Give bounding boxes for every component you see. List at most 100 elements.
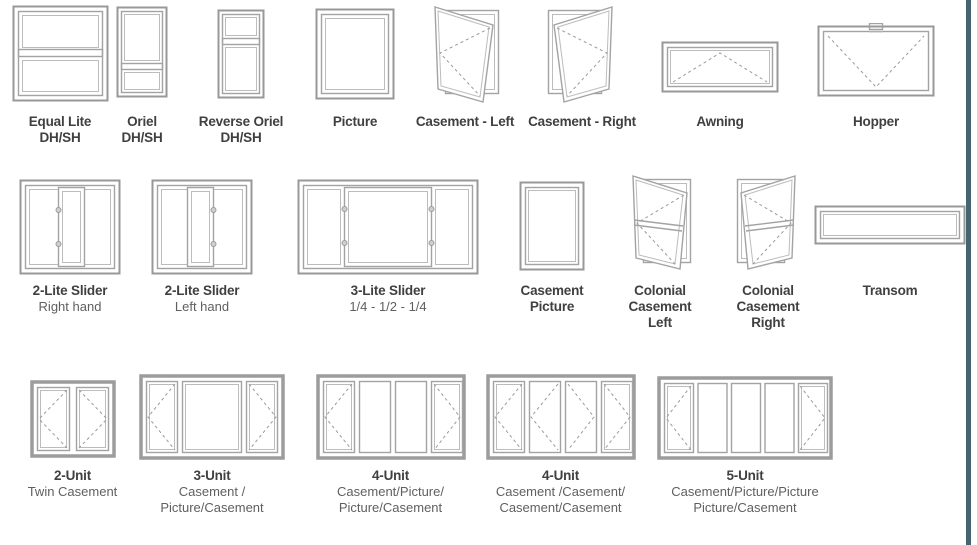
2-unit-twin-casement-drawing [29, 352, 116, 460]
cell-2-lite-slider-left: 2-Lite Slider Left hand [142, 163, 262, 315]
label-line: Right [751, 315, 785, 330]
equal-lite-window-drawing [12, 0, 109, 106]
label-line: Twin Casement [27, 484, 118, 499]
label-line: Equal Lite [28, 114, 92, 129]
label-line: Casement [520, 283, 584, 298]
label: Hopper [806, 114, 946, 130]
cell-equal-lite-dh-sh: Equal Lite DH/SH [8, 0, 112, 146]
label-line: 3-Unit [193, 468, 231, 483]
4-unit-casement-picture-picture-casement-drawing [315, 352, 466, 460]
label: Equal Lite DH/SH [8, 114, 112, 146]
label-line: 2-Lite Slider [32, 283, 108, 298]
casement-left-window-drawing [427, 0, 503, 106]
cell-oriel-dh-sh: Oriel DH/SH [104, 0, 180, 146]
label: 4-Unit Casement/Picture/ Picture/Casemen… [308, 468, 473, 516]
cell-casement-left: Casement - Left [410, 0, 520, 130]
label: 5-Unit Casement/Picture/Picture Picture/… [650, 468, 840, 516]
cell-3-lite-slider: 3-Lite Slider 1/4 - 1/2 - 1/4 [288, 163, 488, 315]
label: Casement - Left [410, 114, 520, 130]
cell-casement-picture: Casement Picture [500, 163, 604, 315]
colonial-casement-right-drawing [733, 163, 803, 275]
cell-picture: Picture [300, 0, 410, 130]
label-line: Colonial [742, 283, 794, 298]
label-line: 4-Unit [371, 468, 410, 483]
label-line: Picture [332, 114, 378, 129]
2-lite-slider-right-drawing [19, 163, 121, 275]
5-unit-casement-picture-drawing [657, 352, 833, 460]
cell-2-lite-slider-right: 2-Lite Slider Right hand [10, 163, 130, 315]
label-line: Casement [736, 299, 800, 314]
label: 2-Unit Twin Casement [10, 468, 135, 500]
label-line: Colonial [634, 283, 686, 298]
label-line: Picture/Casement [693, 500, 797, 515]
label-line: Awning [696, 114, 744, 129]
cell-reverse-oriel-dh-sh: Reverse Oriel DH/SH [186, 0, 296, 146]
label-line: 4-Unit [541, 468, 580, 483]
label: 3-Lite Slider 1/4 - 1/2 - 1/4 [288, 283, 488, 315]
cell-4-unit-cccc: 4-Unit Casement /Casement/ Casement/Case… [478, 352, 643, 516]
label: Transom [820, 283, 960, 299]
reverse-oriel-window-drawing [217, 0, 265, 106]
3-lite-slider-drawing [297, 163, 479, 275]
cell-4-unit-cppc: 4-Unit Casement/Picture/ Picture/Casemen… [308, 352, 473, 516]
label: Colonial Casement Left [612, 283, 708, 331]
label: 2-Lite Slider Right hand [10, 283, 130, 315]
label-line: Casement/Picture/ [337, 484, 444, 499]
colonial-casement-left-drawing [625, 163, 695, 275]
cell-5-unit: 5-Unit Casement/Picture/Picture Picture/… [650, 352, 840, 516]
label: Reverse Oriel DH/SH [186, 114, 296, 146]
label-line: Oriel [127, 114, 157, 129]
label-line: Left [648, 315, 672, 330]
casement-picture-drawing [519, 163, 585, 275]
cell-colonial-casement-right: Colonial Casement Right [718, 163, 818, 331]
2-lite-slider-left-drawing [151, 163, 253, 275]
oriel-window-drawing [116, 0, 168, 106]
label: 4-Unit Casement /Casement/ Casement/Case… [478, 468, 643, 516]
cell-awning: Awning [650, 0, 790, 130]
4-unit-all-casement-drawing [485, 352, 636, 460]
label-line: 1/4 - 1/2 - 1/4 [349, 299, 427, 314]
row-multi-units: 2-Unit Twin Casement 3-Unit [0, 352, 966, 545]
label-line: Casement / [178, 484, 246, 499]
label: Casement Picture [500, 283, 604, 315]
label-line: Casement - Left [415, 114, 515, 129]
label-line: 3-Lite Slider [350, 283, 426, 298]
label-line: Picture/Casement [338, 500, 443, 515]
label-line: Casement /Casement/ [495, 484, 626, 499]
label-line: DH/SH [121, 130, 163, 145]
right-accent-bar [966, 0, 971, 545]
label: Oriel DH/SH [104, 114, 180, 146]
casement-right-window-drawing [544, 0, 620, 106]
label-line: DH/SH [220, 130, 262, 145]
picture-window-drawing [315, 0, 395, 106]
label-line: DH/SH [39, 130, 81, 145]
label-line: Picture [529, 299, 575, 314]
label-line: Casement - Right [528, 114, 636, 129]
label: Casement - Right [524, 114, 640, 130]
label: 3-Unit Casement / Picture/Casement [137, 468, 287, 516]
3-unit-casement-picture-casement-drawing [139, 352, 285, 460]
cell-casement-right: Casement - Right [524, 0, 640, 130]
label-line: 5-Unit [726, 468, 764, 483]
label-line: Left hand [174, 299, 230, 314]
cell-2-unit-twin-casement: 2-Unit Twin Casement [10, 352, 135, 500]
label-line: Transom [862, 283, 918, 298]
hopper-window-drawing [817, 0, 935, 106]
label-line: Casement [628, 299, 692, 314]
label: Colonial Casement Right [718, 283, 818, 331]
label-line: 2-Unit [53, 468, 92, 483]
label-line: Casement/Casement [499, 500, 622, 515]
label-line: Hopper [852, 114, 900, 129]
cell-3-unit: 3-Unit Casement / Picture/Casement [137, 352, 287, 516]
label-line: Right hand [38, 299, 102, 314]
cell-hopper: Hopper [806, 0, 946, 130]
label: Picture [300, 114, 410, 130]
label-line: Casement/Picture/Picture [671, 484, 819, 499]
cell-transom: Transom [814, 163, 966, 299]
row-single-units: Equal Lite DH/SH Oriel DH/SH [0, 0, 966, 162]
label: 2-Lite Slider Left hand [142, 283, 262, 315]
label-line: Picture/Casement [160, 500, 264, 515]
row-sliders-and-casements: 2-Lite Slider Right hand 2-Lite Slider [0, 163, 966, 353]
label: Awning [650, 114, 790, 130]
